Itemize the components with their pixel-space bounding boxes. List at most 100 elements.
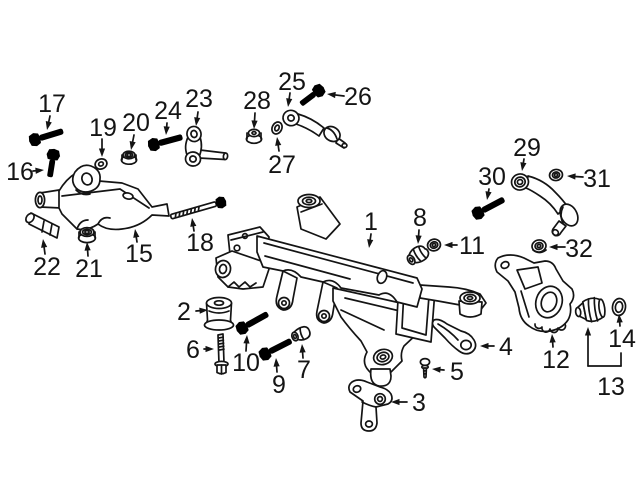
callout-label-8: 8: [413, 204, 427, 232]
callout-leader-line: [253, 112, 256, 124]
callout-18: 18: [186, 218, 214, 257]
callout-leader-line: [522, 158, 525, 166]
callout-leader-line: [195, 309, 203, 312]
callout-label-13: 13: [597, 373, 625, 401]
callout-21: 21: [75, 242, 103, 283]
callout-24: 24: [154, 97, 182, 135]
callout-arrowhead: [616, 314, 623, 323]
part-subframe-1: [214, 193, 487, 387]
callout-arrowhead: [444, 241, 453, 249]
callout-6: 6: [186, 336, 214, 364]
part-nut-28: [245, 128, 263, 145]
part-upper-arm-29: [510, 173, 579, 237]
callout-leader-line: [195, 111, 199, 121]
part-bracket-3: [348, 379, 393, 432]
part-washer-27: [271, 121, 283, 135]
callout-arrowhead: [549, 334, 556, 343]
callout-label-9: 9: [272, 371, 286, 399]
callout-22: 22: [33, 239, 61, 281]
callout-label-28: 28: [243, 87, 271, 115]
callout-19: 19: [89, 114, 117, 157]
callout-arrowhead: [367, 239, 374, 248]
callout-label-31: 31: [583, 165, 611, 193]
callout-leader-line: [287, 92, 291, 102]
callout-arrowhead: [327, 91, 336, 99]
callout-leader-line: [192, 223, 195, 232]
callout-10: 10: [232, 335, 260, 377]
callout-12: 12: [542, 334, 570, 374]
part-bolt-16: [43, 148, 61, 178]
callout-15: 15: [125, 229, 153, 268]
callout-label-21: 21: [75, 255, 103, 283]
callout-5: 5: [432, 358, 464, 386]
callout-label-25: 25: [278, 68, 306, 96]
part-stop-bracket-22: [25, 212, 60, 239]
callout-label-2: 2: [177, 298, 191, 326]
part-link-23: [184, 125, 229, 167]
callout-1: 1: [364, 208, 378, 248]
part-knuckle-12: [494, 254, 575, 334]
callout-arrowhead: [273, 358, 280, 367]
callout-label-12: 12: [542, 346, 570, 374]
callout-26: 26: [327, 83, 372, 111]
part-bolt-9: [257, 335, 295, 363]
callout-14: 14: [608, 314, 636, 353]
callout-label-14: 14: [608, 325, 636, 353]
callout-27: 27: [268, 137, 296, 179]
callout-11: 11: [444, 232, 485, 260]
callout-label-18: 18: [186, 229, 214, 257]
part-bolt-24: [146, 130, 184, 152]
callout-arrowhead: [549, 243, 558, 251]
callout-label-22: 22: [33, 253, 61, 281]
callout-arrowhead: [194, 117, 201, 126]
callout-label-1: 1: [364, 208, 378, 236]
part-bushing-7: [290, 325, 311, 342]
callout-leader-line: [437, 368, 445, 371]
callout-label-4: 4: [499, 333, 513, 361]
callout-arrowhead: [243, 335, 250, 344]
callout-leader-line: [551, 339, 554, 348]
callout-arrowhead: [190, 218, 197, 227]
part-nut-21: [77, 226, 97, 244]
callout-leader-line: [86, 247, 89, 257]
callout-label-23: 23: [185, 85, 213, 113]
callout-arrowhead: [480, 342, 489, 350]
part-bushing-8: [406, 245, 430, 266]
callout-arrowhead: [98, 148, 106, 157]
callout-7: 7: [297, 344, 311, 384]
callout-32: 32: [549, 235, 593, 263]
part-screw-5: [419, 357, 431, 379]
callout-9: 9: [272, 358, 286, 399]
callout-28: 28: [243, 87, 271, 129]
callout-8: 8: [413, 204, 427, 244]
part-control-arm-25: [282, 109, 348, 149]
callout-leader-line: [332, 93, 345, 97]
callout-arrowhead: [286, 98, 293, 107]
callout-30: 30: [478, 163, 506, 200]
callout-17: 17: [38, 90, 66, 130]
callout-leader-line: [275, 363, 278, 373]
part-bolt-18: [169, 195, 228, 220]
callout-20: 20: [122, 109, 150, 150]
callout-arrowhead: [163, 126, 170, 135]
part-nut-20: [120, 150, 138, 166]
callout-arrowhead: [415, 235, 422, 244]
callout-label-11: 11: [459, 232, 485, 260]
callout-label-26: 26: [344, 83, 372, 111]
callout-arrowhead: [299, 344, 306, 353]
part-ball-joint-13: [574, 296, 606, 323]
callout-label-20: 20: [122, 109, 150, 137]
callout-4: 4: [480, 333, 513, 361]
callout-leader-line: [245, 340, 248, 352]
callout-leader-line: [487, 188, 490, 195]
callout-label-5: 5: [450, 358, 464, 386]
callout-2: 2: [177, 298, 208, 326]
callout-label-6: 6: [186, 336, 200, 364]
callout-label-3: 3: [412, 389, 426, 417]
part-nut-32: [531, 239, 547, 254]
callout-arrowhead: [584, 327, 592, 336]
callout-arrowhead: [45, 121, 52, 130]
callout-3: 3: [391, 389, 426, 417]
